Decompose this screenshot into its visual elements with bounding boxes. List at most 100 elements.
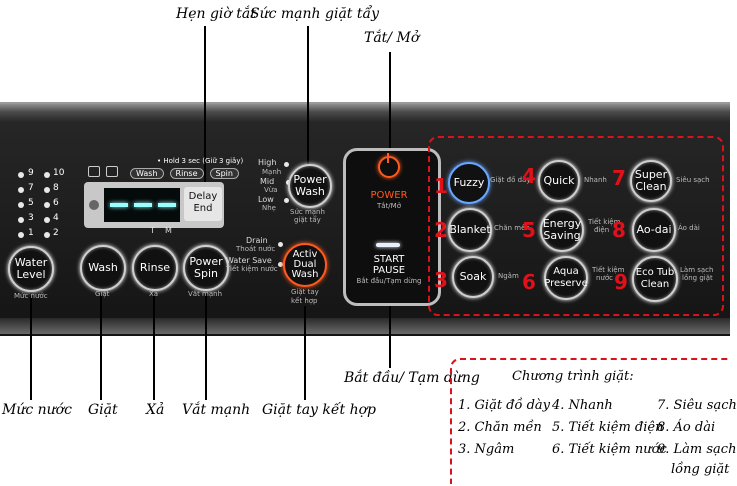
soak-button[interactable]: Soak — [452, 256, 494, 298]
aqua-preserve-sub-1: Tiết kiệm — [592, 266, 625, 274]
legend-box — [450, 358, 730, 484]
power-wash-sub-1: Sức mạnh — [290, 208, 325, 216]
tab-rinse[interactable]: Rinse — [169, 168, 204, 179]
water-level-indicators: 9 10 7 8 5 6 3 4 1 2 — [18, 168, 78, 243]
status-indicator-icon — [89, 200, 99, 210]
aqua-preserve-label-2: Preserve — [544, 278, 588, 289]
tab-spin[interactable]: Spin — [209, 168, 239, 179]
wash-power-annotation: Sức mạnh giặt tẩy — [250, 6, 379, 22]
pause-label: PAUSE — [372, 265, 406, 276]
aqua-preserve-sub-2: nước — [596, 274, 614, 282]
drain-indicator — [278, 242, 283, 247]
program-8-number: 8 — [612, 218, 626, 242]
quick-button[interactable]: Quick — [538, 160, 580, 202]
power-wash-sub-2: giặt tẩy — [294, 216, 321, 224]
eco-tub-clean-sub-2: lồng giặt — [682, 274, 713, 282]
soak-sub: Ngâm — [498, 272, 519, 280]
blanket-button[interactable]: Blanket — [448, 208, 492, 252]
program-2-number: 2 — [434, 218, 448, 242]
soak-label: Soak — [459, 270, 487, 283]
activ-label-3: Wash — [291, 269, 319, 280]
program-1-number: 1 — [434, 174, 448, 198]
start-pause-button[interactable]: START PAUSE Bắt đầu/Tạm dừng — [350, 254, 428, 294]
water-level-sub: Mức nước — [14, 292, 48, 300]
blanket-sub: Chăn mền — [494, 224, 530, 232]
water-save-label-vi: Tiết kiệm nước — [226, 265, 278, 273]
water-level-4: 4 — [53, 213, 59, 223]
combined-hand-wash-annotation: Giặt tay kết hợp — [262, 402, 376, 418]
legend-item-9: 9. Làm sạch — [657, 442, 737, 457]
spin-label-1: Power — [189, 255, 223, 268]
delay-end-label-1: Delay — [188, 191, 218, 202]
wash-power-pointer-line — [307, 26, 309, 174]
power-sub: Tắt/Mở — [377, 202, 401, 210]
rinse-button[interactable]: Rinse — [132, 245, 178, 291]
on-off-annotation: Tắt/ Mở — [364, 30, 420, 46]
power-label: POWER — [370, 190, 408, 201]
time-display — [104, 188, 180, 222]
quick-label: Quick — [543, 174, 575, 187]
power-icon-stem — [387, 153, 389, 163]
aqua-preserve-label-1: Aqua — [553, 266, 579, 277]
rinse-sub: Xả — [149, 290, 159, 298]
quick-sub: Nhanh — [584, 176, 607, 184]
time-label-t: T — [150, 226, 155, 235]
water-level-2: 2 — [53, 228, 59, 238]
level-low-vi: Nhẹ — [262, 204, 276, 212]
rinse-annotation: Xả — [146, 402, 165, 418]
spin-label-2: Spin — [193, 267, 218, 280]
rinse-pointer-line — [153, 292, 155, 400]
legend-item-9-cont: lồng giặt — [671, 462, 730, 477]
eco-tub-clean-sub-1: Làm sạch — [680, 266, 714, 274]
delay-end-label-2: End — [193, 203, 213, 214]
water-level-3: 3 — [28, 213, 34, 223]
wash-button[interactable]: Wash — [80, 245, 126, 291]
program-4-number: 4 — [522, 164, 536, 188]
activ-sub-1: Giặt tay — [291, 288, 319, 296]
legend-item-7: 7. Siêu sạch — [657, 398, 737, 413]
energy-saving-label-2: Saving — [543, 229, 581, 242]
eco-tub-clean-label-1: Eco Tub — [635, 267, 675, 278]
delay-end-button[interactable]: Delay End — [184, 187, 222, 221]
super-clean-label-2: Clean — [635, 180, 667, 193]
program-3-number: 3 — [434, 268, 448, 292]
power-icon — [378, 156, 400, 178]
water-level-8: 8 — [53, 183, 59, 193]
activ-sub-2: kết hợp — [291, 297, 318, 305]
eco-tub-clean-label-2: Clean — [640, 279, 670, 290]
program-6-number: 6 — [522, 270, 536, 294]
lock-icon — [88, 166, 100, 177]
ao-dai-label: Ao-dai — [636, 223, 672, 236]
water-level-1: 1 — [28, 228, 34, 238]
activ-label-2: Dual — [293, 259, 317, 270]
water-level-annotation: Mức nước — [2, 402, 72, 418]
legend-item-3: 3. Ngâm — [458, 442, 515, 457]
level-mid: Mid — [260, 177, 275, 186]
ao-dai-sub: Áo dài — [678, 224, 700, 232]
level-low: Low — [258, 195, 274, 204]
start-pause-sub: Bắt đầu/Tạm dừng — [356, 277, 422, 285]
start-label: START — [373, 254, 405, 265]
program-region — [428, 136, 724, 316]
hold-hint: • Hold 3 sec (Giữ 3 giây) — [157, 157, 244, 165]
legend-title: Chương trình giặt: — [512, 369, 634, 384]
wash-annotation: Giặt — [88, 402, 118, 418]
tab-wash[interactable]: Wash — [130, 168, 164, 179]
super-clean-sub: Siêu sạch — [676, 176, 710, 184]
ao-dai-button[interactable]: Ao-dai — [632, 208, 676, 252]
start-pointer-line — [389, 296, 391, 368]
wash-pointer-line — [100, 292, 102, 400]
energy-saving-sub-1: Tiết kiệm — [588, 218, 621, 226]
water-level-9: 9 — [28, 168, 34, 178]
fuzzy-button[interactable]: Fuzzy — [448, 162, 490, 204]
power-button[interactable]: POWER Tắt/Mở — [347, 152, 431, 216]
level-high-vi: Mạnh — [262, 168, 282, 176]
